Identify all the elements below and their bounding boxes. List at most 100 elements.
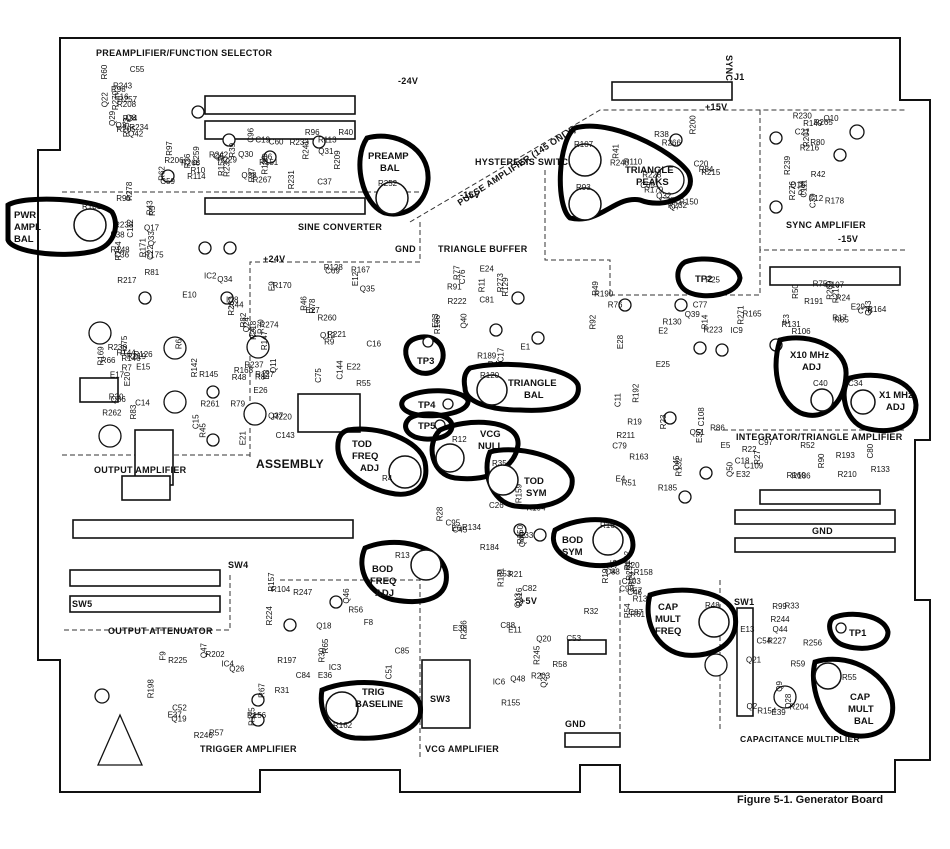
component-ref-label: R209 [333, 150, 342, 170]
component-ref-label: E26 [253, 386, 268, 395]
component-ref-label: R70 [256, 319, 265, 334]
resistor-r30 [564, 732, 621, 748]
label-capacitance-multiplier: CAPACITANCE MULTIPLIER [740, 734, 860, 744]
component-ref-label: R66 [101, 356, 116, 365]
svg-text:AMPL: AMPL [14, 222, 41, 233]
component-ref-label: IC4 [221, 660, 234, 669]
component-ref-label: R197 [277, 656, 297, 665]
label-hysteresis-switch: HYSTERESIS SWITCH [475, 157, 575, 167]
component-ref-label: R133 [871, 465, 891, 474]
component-ref-label: C60 [269, 137, 284, 146]
component-ref-label: Q2 [747, 702, 758, 711]
label-assembly: ASSEMBLY [256, 457, 324, 471]
component-ref-label: C84 [296, 671, 311, 680]
svg-text:R55: R55 [842, 673, 857, 682]
component-ref-label: Q46 [342, 588, 351, 604]
component-ref-label: Q37 [268, 412, 284, 421]
svg-text:TP2: TP2 [695, 274, 712, 285]
component-ref-label: R99 [772, 602, 787, 611]
component-ref-label: E2 [658, 327, 668, 336]
component-ref-label: C21 [795, 128, 810, 137]
svg-text:NULL: NULL [478, 441, 504, 452]
component-ref-label: Q5 [214, 152, 225, 161]
component-ref-label: C52 [172, 704, 187, 713]
resistor-network [769, 266, 901, 286]
component-ref-label: E37 [168, 711, 183, 720]
component-ref-label: C55 [130, 65, 145, 74]
component-ref-label: R52 [800, 441, 815, 450]
component-ref-label: C77 [693, 300, 708, 309]
component-ref-label: R221 [327, 330, 347, 339]
component-ref-label: R34 [123, 114, 138, 123]
component-ref-label: IC2 [204, 271, 217, 280]
component-ref-label: R30 [109, 393, 124, 402]
component-ref-label: R145 [199, 370, 219, 379]
component-ref-label: IC9 [730, 326, 743, 335]
label-preamp-function-selector: PREAMPLIFIER/FUNCTION SELECTOR [96, 48, 273, 58]
component-ref-label: Q36 [111, 395, 127, 404]
component-ref-label: R110 [624, 157, 643, 166]
component-ref-label: E12 [351, 271, 360, 286]
component-ref-label: E29 [851, 303, 866, 312]
label-vcg-amplifier: VCG AMPLIFIER [425, 744, 499, 754]
component-ref-label: R271 [737, 305, 746, 325]
component-ref-label: E30 [695, 428, 704, 443]
component-ref-label: R135 [633, 595, 653, 604]
component-ref-label: R269 [826, 280, 835, 300]
component-ref-label: E15 [136, 363, 151, 372]
component-ref-label: IC6 [493, 678, 506, 687]
component-ref-label: IC3 [329, 663, 342, 672]
component-ref-label: C103 [622, 577, 642, 586]
svg-text:BOD: BOD [372, 564, 393, 575]
component-ref-label: C12 [809, 194, 824, 203]
component-ref-label: Q21 [746, 656, 762, 665]
component-ref-label: R65 [321, 638, 330, 653]
component-ref-label: R267 [253, 176, 273, 185]
component-ref-label: C45 [453, 526, 468, 535]
component-ref-label: R238 [114, 221, 134, 230]
svg-text:FREQ: FREQ [370, 576, 396, 587]
component-ref-label: C4 [248, 327, 257, 338]
svg-text:MULT: MULT [655, 614, 681, 625]
component-ref-label: R158 [634, 568, 654, 577]
component-ref-label: R20 [625, 561, 640, 570]
component-ref-label: R78 [308, 298, 317, 313]
component-ref-label: Q19 [171, 715, 187, 724]
component-ref-label: R8 [255, 373, 266, 382]
component-ref-label: R81 [145, 268, 160, 277]
component-ref-label: R129 [501, 277, 510, 297]
component-ref-label: C109 [744, 461, 764, 470]
component-ref-label: R116 [515, 587, 524, 606]
component-ref-label: C98 [619, 585, 634, 594]
resistor-network [204, 95, 356, 115]
component-ref-label: R67 [258, 683, 267, 698]
component-ref-label: C46 [627, 588, 642, 597]
component-ref-label: R263 [227, 296, 236, 316]
svg-text:TP3: TP3 [417, 356, 434, 367]
component-ref-label: R200 [688, 115, 697, 135]
component-ref-label: R245 [533, 645, 542, 665]
component-ref-label: Q24 [242, 317, 251, 333]
svg-text:ADJ: ADJ [802, 362, 821, 373]
component-ref-label: R265 [814, 118, 834, 127]
component-ref-label: R233 [290, 138, 310, 147]
component-ref-label: R171 [138, 238, 147, 258]
component-ref-label: C96 [246, 127, 255, 142]
component-ref-label: R41 [612, 143, 621, 158]
component-ref-label: Q6 [262, 152, 273, 161]
component-ref-label: Q42 [128, 130, 144, 139]
component-ref-label: R242 [209, 151, 229, 160]
component-ref-label: R50 [791, 284, 800, 299]
label-sw1: SW1 [734, 597, 754, 607]
component-ref-label: R92 [588, 314, 597, 329]
svg-text:R162: R162 [333, 721, 353, 730]
component-ref-label: R32 [584, 607, 599, 616]
svg-text:R120: R120 [480, 371, 500, 380]
component-ref-label: R48 [232, 373, 247, 382]
label-triangle-buffer: TRIANGLE BUFFER [438, 244, 528, 254]
component-ref-label: C59 [160, 177, 175, 186]
